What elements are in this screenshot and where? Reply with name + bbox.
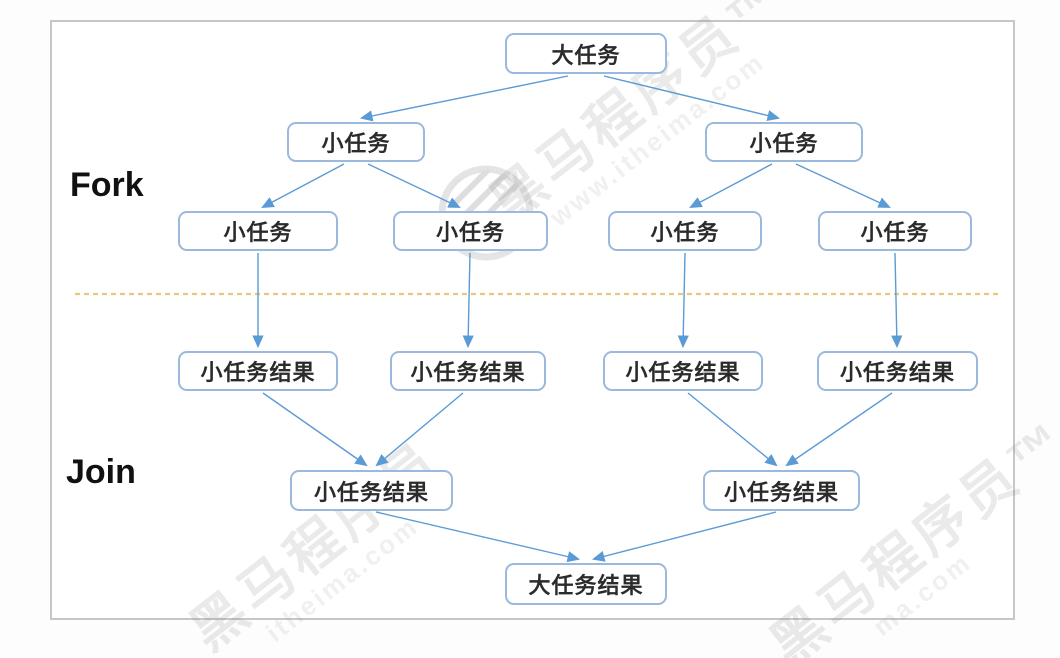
join-arrows: [262, 392, 893, 563]
join-phase-label: Join: [66, 453, 136, 491]
node-small-task-result: 小任务结果: [817, 351, 978, 391]
fork-phase-label: Fork: [70, 166, 144, 204]
node-small-task: 小任务: [178, 211, 338, 251]
node-small-task: 小任务: [393, 211, 548, 251]
node-big-task-result: 大任务结果: [505, 563, 667, 605]
node-small-task: 小任务: [287, 122, 425, 162]
node-small-task: 小任务: [705, 122, 863, 162]
node-big-task: 大任务: [505, 33, 667, 74]
node-small-task-result: 小任务结果: [290, 470, 453, 511]
node-small-task-result: 小任务结果: [178, 351, 338, 391]
node-small-task-result: 小任务结果: [603, 351, 763, 391]
fork-arrows: [252, 75, 903, 349]
node-small-task: 小任务: [608, 211, 762, 251]
diagram-frame: [50, 20, 1015, 620]
node-small-task-result: 小任务结果: [703, 470, 860, 511]
node-small-task: 小任务: [818, 211, 972, 251]
node-small-task-result: 小任务结果: [390, 351, 546, 391]
